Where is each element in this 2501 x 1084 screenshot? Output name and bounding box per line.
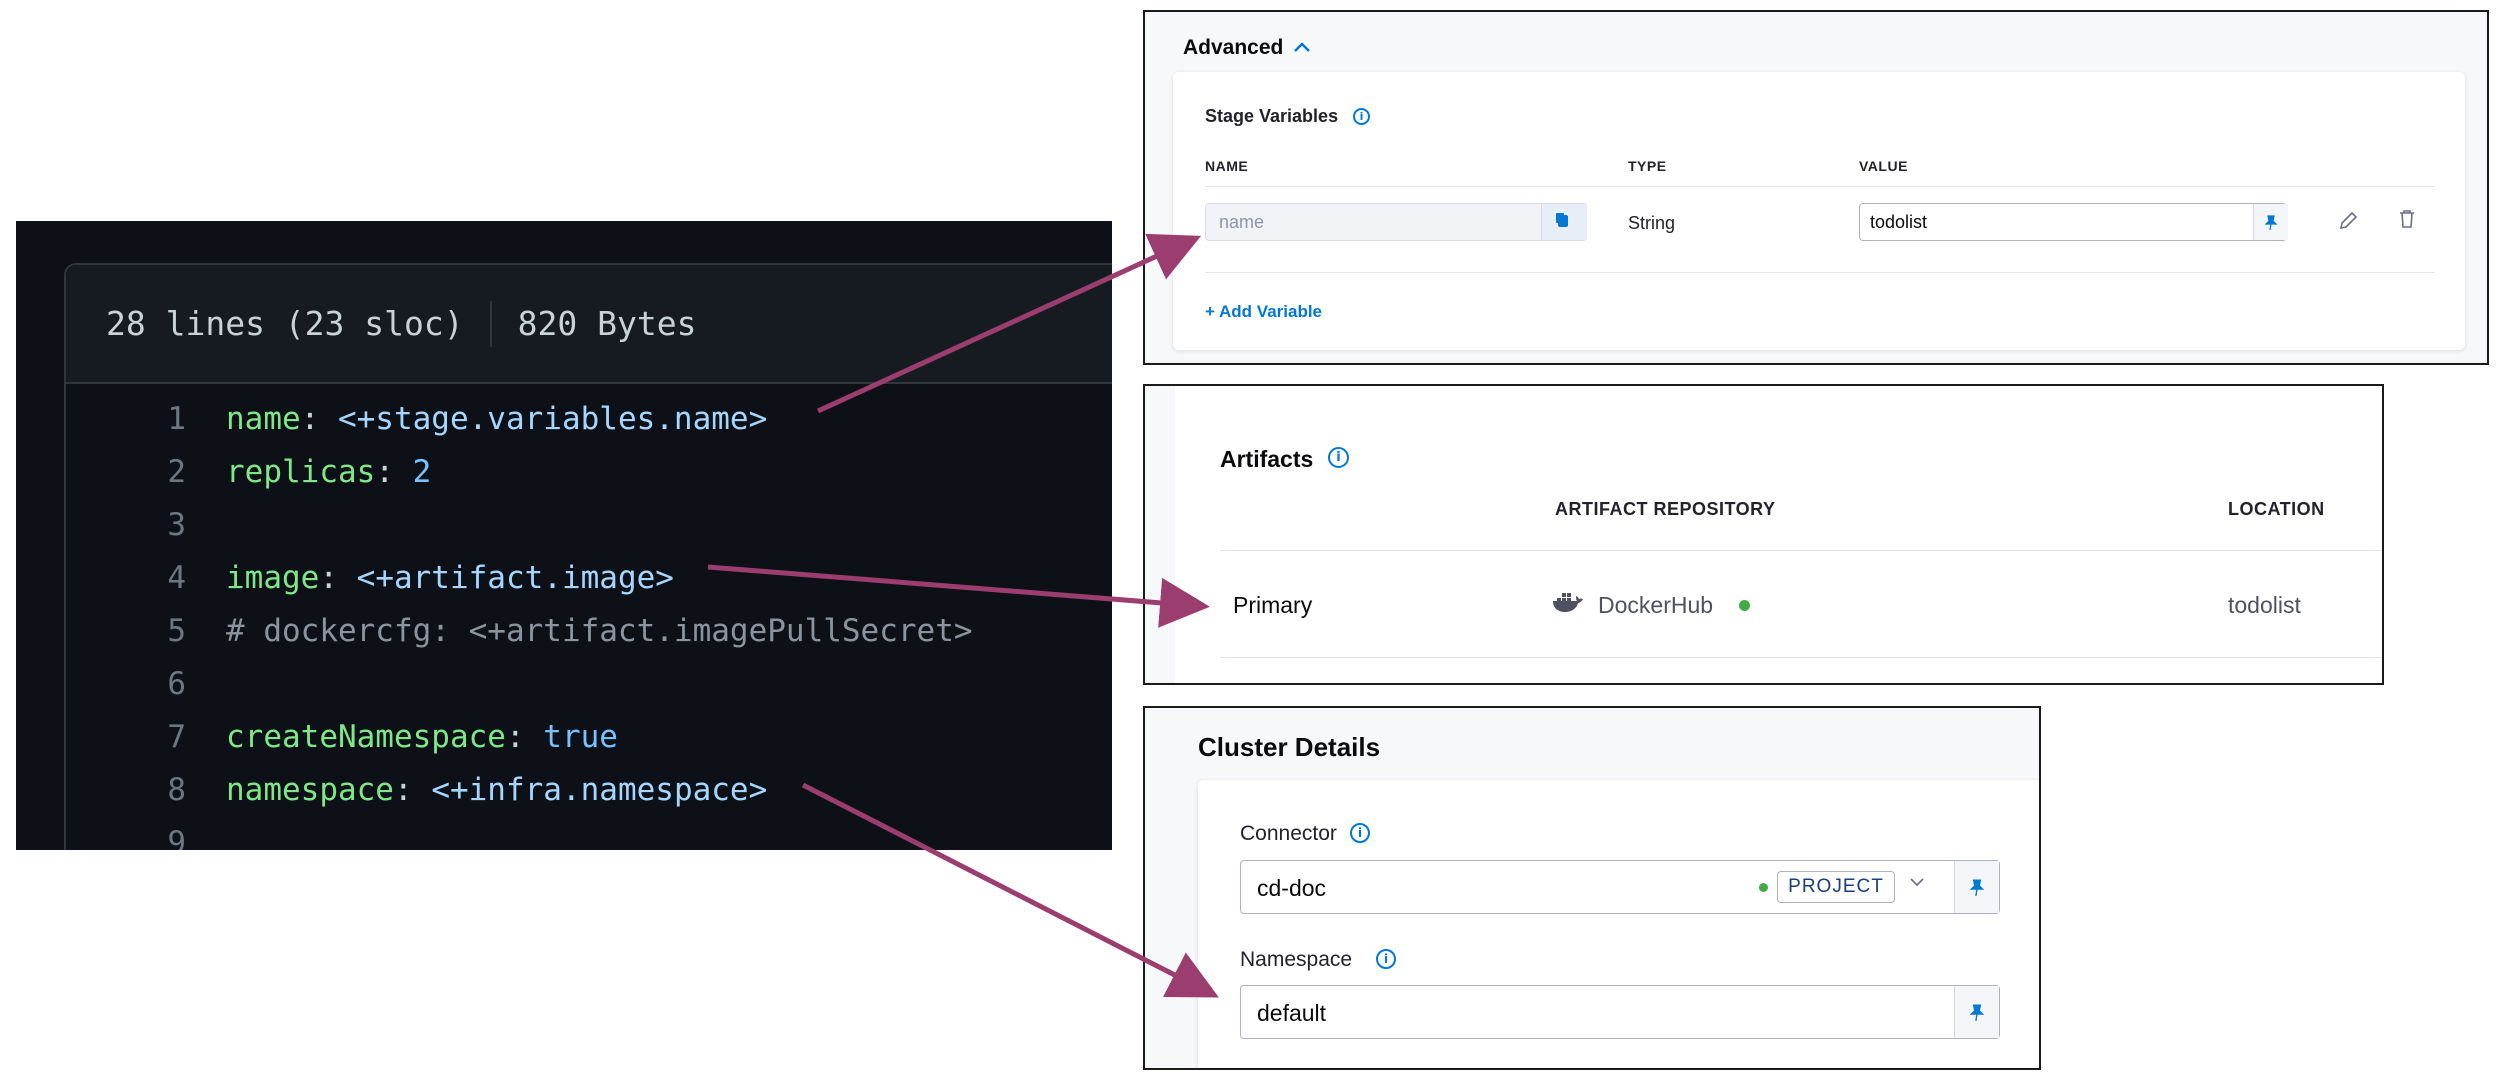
namespace-input[interactable]: default	[1240, 985, 2000, 1039]
code-line: 2 replicas: 2	[66, 445, 1112, 498]
column-header-name: NAME	[1205, 158, 1249, 174]
status-dot	[1739, 600, 1750, 611]
code-line: 8 namespace: <+infra.namespace>	[66, 763, 1112, 816]
scope-badge: PROJECT	[1777, 871, 1895, 903]
line-number: 5	[167, 612, 186, 649]
code-line: 7 createNamespace: true	[66, 710, 1112, 763]
artifact-repository[interactable]: DockerHub	[1598, 592, 1714, 618]
chevron-up-icon[interactable]	[1293, 34, 1311, 60]
variable-value-input[interactable]: todolist	[1859, 203, 2287, 241]
advanced-section: Advanced Stage Variables i NAME TYPE VAL…	[1143, 10, 2489, 365]
yaml-value: 2	[412, 453, 432, 490]
code-line: 4 image: <+artifact.image>	[66, 551, 1112, 604]
variable-type: String	[1628, 213, 1676, 233]
yaml-comment: # dockercfg: <+artifact.imagePullSecret>	[226, 612, 973, 649]
variable-name-placeholder: name	[1219, 212, 1265, 232]
yaml-value: <+artifact.image>	[356, 559, 674, 596]
line-number: 7	[167, 718, 186, 755]
docker-icon	[1552, 592, 1584, 614]
cluster-details-title: Cluster Details	[1198, 732, 1381, 762]
pin-icon[interactable]	[1954, 986, 1999, 1038]
connector-value: cd-doc	[1257, 875, 1327, 901]
info-icon[interactable]: i	[1353, 108, 1370, 125]
code-file-header: 28 lines (23 sloc) 820 Bytes	[66, 265, 1112, 384]
code-file-box: 28 lines (23 sloc) 820 Bytes 1 name: <+s…	[64, 263, 1112, 850]
advanced-title[interactable]: Advanced	[1183, 36, 1284, 59]
artifacts-title: Artifacts	[1220, 446, 1314, 472]
yaml-value: true	[543, 718, 618, 755]
yaml-key: name	[226, 400, 301, 437]
info-icon[interactable]: i	[1350, 823, 1370, 843]
yaml-value: <+infra.namespace>	[431, 771, 768, 808]
header-separator	[489, 300, 492, 347]
divider	[1205, 272, 2435, 273]
artifact-type: Primary	[1233, 592, 1313, 618]
yaml-key: createNamespace	[226, 718, 506, 755]
line-number: 2	[167, 453, 186, 490]
namespace-value: default	[1257, 1000, 1327, 1026]
code-line: 5 # dockercfg: <+artifact.imagePullSecre…	[66, 604, 1112, 657]
column-header-type: TYPE	[1628, 158, 1667, 174]
edit-icon[interactable]	[2337, 210, 2359, 238]
column-header-artifact-repository: ARTIFACT REPOSITORY	[1555, 499, 1776, 519]
line-number: 8	[167, 771, 186, 808]
divider	[1220, 550, 2382, 551]
pin-icon[interactable]	[1954, 861, 1999, 913]
add-variable-button[interactable]: + Add Variable	[1205, 302, 1322, 321]
column-header-value: VALUE	[1859, 158, 1908, 174]
variable-value-text: todolist	[1870, 212, 1928, 232]
stage-variables-card: Stage Variables i NAME TYPE VALUE name S…	[1173, 72, 2465, 350]
line-number: 1	[167, 400, 186, 437]
yaml-key: image	[226, 559, 320, 596]
yaml-key: replicas	[226, 453, 376, 490]
column-header-location: LOCATION	[2228, 499, 2325, 519]
artifacts-left-gutter	[1145, 386, 1175, 683]
line-number: 4	[167, 559, 186, 596]
code-line: 1 name: <+stage.variables.name>	[66, 392, 1112, 445]
code-line: 6	[66, 657, 1112, 710]
info-icon[interactable]: i	[1376, 949, 1396, 969]
cluster-details-section: Cluster Details Connector i cd-doc PROJE…	[1143, 706, 2041, 1070]
yaml-value: <+stage.variables.name>	[337, 400, 768, 437]
artifact-location: todolist	[2228, 592, 2301, 618]
code-line-count: 28 lines (23 sloc)	[106, 304, 464, 343]
stage-variables-title: Stage Variables	[1205, 106, 1339, 126]
trash-icon[interactable]	[2397, 208, 2417, 236]
divider	[1205, 186, 2435, 187]
line-number: 6	[167, 665, 186, 702]
artifacts-section: Artifacts i ARTIFACT REPOSITORY LOCATION…	[1143, 384, 2384, 685]
divider	[1220, 657, 2382, 658]
cluster-details-card: Connector i cd-doc PROJECT Namespace i d…	[1198, 780, 2039, 1068]
connector-label: Connector	[1240, 822, 1337, 845]
code-lines: 1 name: <+stage.variables.name> 2 replic…	[66, 384, 1112, 851]
variable-name-input[interactable]: name	[1205, 203, 1587, 241]
code-line: 9	[66, 816, 1112, 851]
chevron-down-icon[interactable]	[1909, 871, 1925, 894]
yaml-key: namespace	[226, 771, 394, 808]
copy-icon[interactable]	[1541, 204, 1587, 240]
code-line: 3	[66, 498, 1112, 551]
pin-icon[interactable]	[2253, 204, 2288, 240]
line-number: 3	[167, 506, 186, 543]
status-dot	[1759, 883, 1768, 892]
line-number: 9	[167, 824, 186, 851]
code-viewer: 28 lines (23 sloc) 820 Bytes 1 name: <+s…	[16, 221, 1112, 850]
connector-select[interactable]: cd-doc PROJECT	[1240, 860, 2000, 914]
namespace-label: Namespace	[1240, 948, 1353, 971]
code-file-size: 820 Bytes	[517, 304, 697, 343]
info-icon[interactable]: i	[1328, 447, 1349, 468]
